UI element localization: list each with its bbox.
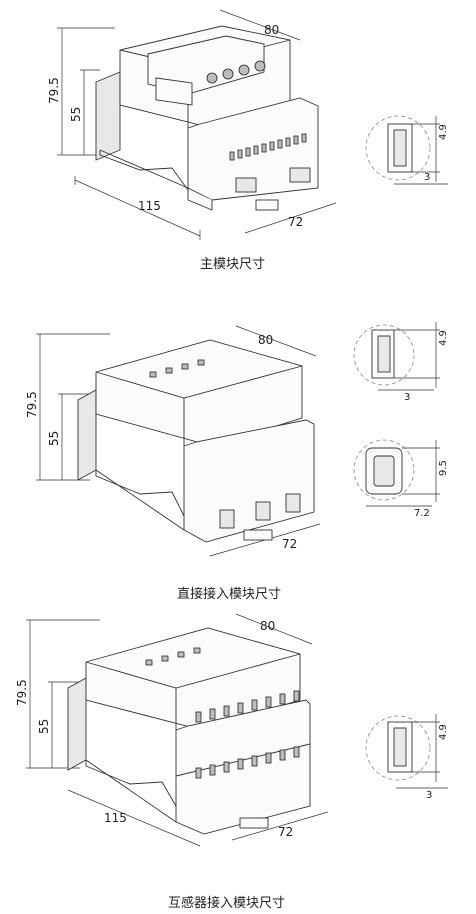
main-detail-h-label: 4.9: [438, 124, 449, 140]
direct-module-caption: 直接接入模块尺寸: [177, 587, 282, 602]
direct-inner-height-label: 55: [47, 431, 61, 446]
direct-detail-w-label: 3: [404, 392, 410, 403]
main-height-label: 79.5: [47, 77, 61, 104]
ct-rail-label: 72: [278, 825, 293, 839]
ct-depth-label: 115: [104, 811, 127, 825]
ct-module-drawing: [26, 613, 448, 847]
direct-detail2-h-label: 9.5: [438, 460, 449, 476]
direct-detail2-w-label: 7.2: [414, 508, 430, 519]
direct-rail-label: 72: [282, 537, 297, 551]
ct-terminal-slots: [195, 690, 300, 779]
ct-detail-h-label: 4.9: [438, 724, 449, 740]
main-depth-label: 115: [138, 199, 161, 213]
main-rail-label: 72: [288, 215, 303, 229]
main-detail-w-label: 3: [424, 172, 430, 183]
main-dimension-labels: 79.5 55 80 115 72 4.9 3: [47, 23, 449, 229]
ct-inner-height-label: 55: [37, 719, 51, 734]
main-inner-height-label: 55: [69, 107, 83, 122]
direct-dimension-labels: 79.5 55 80 72 4.9 3 9.5 7.2: [25, 330, 449, 551]
ct-dimension-labels: 79.5 55 80 115 72 4.9 3: [15, 619, 449, 839]
direct-width-label: 80: [258, 333, 273, 347]
main-module-drawing: [57, 9, 448, 240]
ct-module-caption: 互感器接入模块尺寸: [168, 896, 286, 911]
direct-detail-h-label: 4.9: [438, 330, 449, 346]
main-module-caption: 主模块尺寸: [200, 257, 266, 272]
ct-detail-w-label: 3: [426, 790, 432, 801]
main-width-label: 80: [264, 23, 279, 37]
ct-height-label: 79.5: [15, 679, 29, 706]
ct-width-label: 80: [260, 619, 275, 633]
main-terminal-slots: [229, 133, 307, 161]
direct-module-drawing: [36, 322, 440, 557]
direct-height-label: 79.5: [25, 391, 39, 418]
